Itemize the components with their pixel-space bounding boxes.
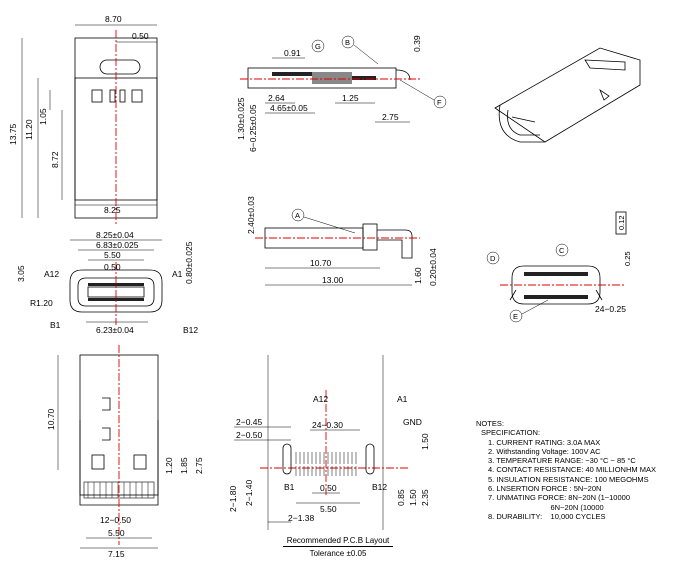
- side-d1: 2.64: [268, 93, 285, 103]
- top-slot: 0.50: [132, 31, 149, 41]
- front-b1: B1: [50, 320, 61, 330]
- pcb-caption: Recommended P.C.B Layout Tolerance ±0.05: [283, 536, 393, 558]
- callout-b: B: [345, 38, 350, 47]
- notes-sub: SPECIFICATION:: [481, 428, 541, 438]
- side2-view: A 2.40±0.03 10.70 13.00 1.60 0.20±0.04: [246, 196, 438, 286]
- pcb-v4: 1.50: [408, 489, 418, 506]
- note-item: 6N~20N (10000: [488, 502, 604, 512]
- note-item: 3. TEMPERATURE RANGE: −30 °C ~ 85 °C: [488, 456, 636, 466]
- note-item: 1. CURRENT RATING: 3.0A MAX: [488, 437, 601, 447]
- iso-view: [494, 47, 641, 143]
- bottom-len: 10.70: [46, 408, 56, 430]
- front-a1: A1: [172, 269, 183, 279]
- front-bottom: 6.23±0.04: [96, 325, 134, 335]
- top-bottom: 8.25: [104, 205, 121, 215]
- callout-f: F: [437, 98, 442, 107]
- bottom-d1: 1.20: [164, 457, 174, 474]
- pcb-d6: 2−1.38: [288, 513, 315, 523]
- front-w2: 6.83±0.025: [96, 240, 139, 250]
- pcb-b1: B1: [284, 482, 295, 492]
- bottom-d3: 2.75: [194, 457, 204, 474]
- front-h2: 0.80±0.025: [184, 241, 194, 284]
- top-width: 8.70: [105, 14, 122, 24]
- pcb-v3: 0.85: [396, 489, 406, 506]
- side-g: 0.91: [284, 48, 301, 58]
- pcb-d2: 2−0.50: [236, 430, 263, 440]
- pcb-v5: 2.35: [420, 489, 430, 506]
- top-view: 8.70 0.50 13.75 11.20 1.05 8.72 8.25: [8, 14, 158, 225]
- front-w1: 8.25±0.04: [96, 230, 134, 240]
- callout-a: A: [295, 211, 300, 220]
- callout-d: D: [490, 254, 496, 263]
- note-item: 4. CONTACT RESISTANCE: 40 MILLIONHM MAX: [488, 465, 656, 475]
- note-item: 5. INSULATION RESISTANCE: 100 MEGOHMS: [488, 474, 649, 484]
- callout-c: C: [559, 246, 565, 255]
- pcb-pads: [295, 452, 357, 476]
- bottom-w1: 5.50: [108, 528, 125, 538]
- front-w3: 5.50: [104, 250, 121, 260]
- note-item: 6. LNSERTION FORCE : 5N~20N: [488, 484, 602, 494]
- pcb-a1: A1: [397, 394, 408, 404]
- front-pins: [88, 283, 144, 301]
- callout-e: E: [513, 312, 518, 321]
- front-view: 8.25±0.04 6.83±0.025 5.50 0.50 3.05 A12 …: [16, 230, 198, 335]
- pcb-gnd: GND: [403, 417, 422, 427]
- top-pin: 1.05: [38, 108, 48, 125]
- bottom-pitch: 12−0.50: [100, 515, 131, 525]
- note-item: 8. DURABILITY: 10,000 CYCLES: [488, 511, 606, 521]
- side2-t1: 1.60: [413, 267, 423, 284]
- side2-l1: 10.70: [310, 258, 332, 268]
- pcb-layout: A12 A1 GND B1 B12 2−0.45 2−0.50 24−0.30 …: [228, 355, 430, 530]
- side-h1: 1.30±0.025: [236, 97, 246, 140]
- top-length: 13.75: [8, 123, 18, 145]
- pcb-caption-title: Recommended P.C.B Layout: [283, 536, 393, 547]
- top-body: 11.20: [24, 119, 34, 140]
- pcb-d5: 5.50: [320, 504, 337, 514]
- pcb-v2: 2−1.40: [244, 479, 254, 506]
- bottom-view: 10.70 1.20 1.85 2.75 12−0.50 5.50 7.15: [46, 345, 204, 559]
- side-d4: 2.75: [382, 112, 399, 122]
- bottom-w2: 7.15: [108, 549, 125, 559]
- note-item: 7. UNMATING FORCE: 8N~20N (1~10000: [488, 493, 630, 503]
- notes-heading: NOTES:: [476, 419, 504, 428]
- pcb-b12: B12: [372, 482, 387, 492]
- pcb-d3: 1.50: [420, 433, 430, 450]
- notes-block: NOTES: SPECIFICATION: 1. CURRENT RATING:…: [476, 419, 656, 521]
- pcb-caption-tolerance: Tolerance ±0.05: [309, 549, 367, 558]
- side-view: 0.91 G B 0.39 1.30±0.025 6−0.25±0.05 2.6…: [236, 35, 447, 152]
- side2-l2: 13.00: [322, 275, 344, 285]
- side-h2: 6−0.25±0.05: [248, 104, 258, 152]
- end-h: 0.25: [623, 251, 632, 266]
- end-view: D C E 0.12 0.25 24−0.25: [486, 211, 632, 323]
- front-h: 3.05: [16, 265, 26, 282]
- side-d2: 4.65±0.05: [270, 103, 308, 113]
- bottom-d2: 1.85: [179, 457, 189, 474]
- pcb-v1: 2−1.80: [228, 485, 238, 512]
- end-t: 0.12: [617, 215, 626, 230]
- side2-t2: 0.20±0.04: [428, 248, 438, 286]
- pcb-d4: 0.50: [320, 483, 337, 493]
- pcb-d1: 2−0.45: [236, 417, 263, 427]
- side2-height: 2.40±0.03: [246, 196, 256, 234]
- pcb-pitch: 24−0.30: [312, 420, 343, 430]
- front-b12: B12: [183, 325, 198, 335]
- side-b-dim: 0.39: [412, 35, 422, 52]
- front-w4: 0.50: [104, 262, 121, 272]
- front-a12: A12: [44, 269, 59, 279]
- pcb-a12: A12: [313, 394, 328, 404]
- front-r: R1.20: [30, 298, 53, 308]
- side-d3: 1.25: [342, 93, 359, 103]
- top-inner: 8.72: [50, 151, 60, 168]
- end-w: 24−0.25: [595, 304, 626, 314]
- callout-g: G: [315, 42, 321, 51]
- note-item: 2. Withstanding Voltage: 100V AC: [488, 446, 601, 456]
